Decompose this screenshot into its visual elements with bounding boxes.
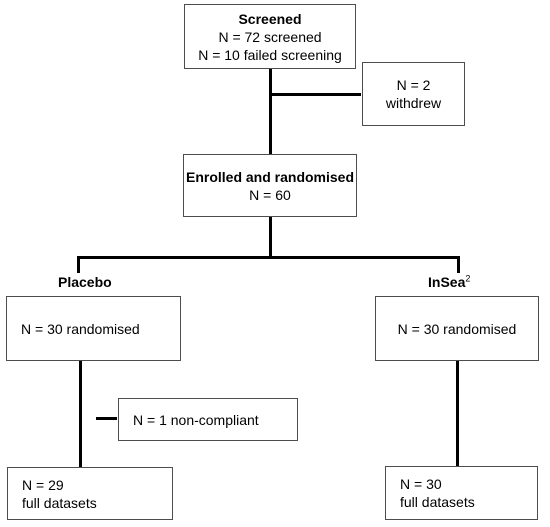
withdrew-box: N = 2 withdrew (362, 62, 465, 126)
enrolled-count: N = 60 (249, 186, 291, 203)
insea-final-box: N = 30 full datasets (385, 466, 538, 520)
insea-final-count: N = 30 (400, 476, 442, 492)
connector-placebo-final (79, 361, 82, 467)
connector-enrolled-split (269, 216, 272, 258)
connector-horizontal-split (77, 256, 460, 259)
screened-count: N = 72 screened (218, 28, 322, 45)
enrolled-box: Enrolled and randomised N = 60 (183, 154, 357, 217)
insea-label-sup: 2 (465, 273, 471, 284)
insea-label-text: InSea (428, 274, 466, 290)
placebo-randomised-count: N = 30 randomised (21, 320, 140, 337)
placebo-label: Placebo (58, 274, 112, 290)
insea-label: InSea2 (428, 273, 470, 291)
insea-final-label: full datasets (400, 494, 475, 510)
connector-placebo-drop (77, 256, 80, 273)
connector-noncompliant-branch (96, 417, 117, 420)
connector-withdrew-branch (270, 93, 361, 96)
screened-box: Screened N = 72 screened N = 10 failed s… (184, 4, 356, 69)
placebo-final-count: N = 29 (22, 476, 64, 493)
enrolled-title: Enrolled and randomised (185, 168, 355, 185)
placebo-randomised-box: N = 30 randomised (6, 296, 181, 361)
connector-insea-final (456, 361, 459, 466)
withdrew-count: N = 2 (396, 77, 431, 93)
placebo-final-label: full datasets (22, 494, 97, 511)
screened-title: Screened (238, 10, 302, 27)
placebo-final-box: N = 29 full datasets (7, 467, 173, 520)
withdrew-label: withdrew (385, 95, 442, 111)
screened-failed: N = 10 failed screening (198, 46, 342, 63)
noncompliant-box: N = 1 non-compliant (118, 398, 298, 441)
noncompliant-count: N = 1 non-compliant (133, 411, 259, 428)
insea-randomised-count: N = 30 randomised (397, 320, 517, 337)
insea-randomised-box: N = 30 randomised (375, 296, 539, 361)
connector-insea-drop (457, 256, 460, 273)
connector-screened-enrolled (269, 69, 272, 154)
